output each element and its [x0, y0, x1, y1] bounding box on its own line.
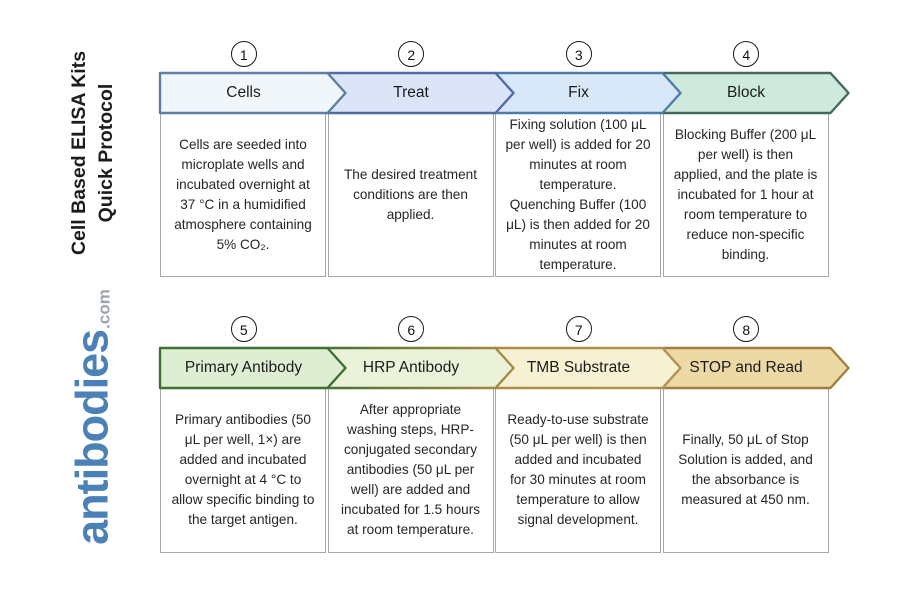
- brand-logo-text: antibodies: [66, 329, 118, 545]
- step-number-circle: 5: [230, 316, 257, 342]
- step-description-box: Primary antibodies (50 μL per well, 1×) …: [160, 387, 326, 553]
- step-header-primary-antibody: Primary Antibody: [158, 346, 349, 390]
- step-header-tmb-substrate: TMB Substrate: [493, 346, 684, 390]
- step-description: Fixing solution (100 μL per well) is add…: [505, 117, 651, 272]
- step-description-box: Cells are seeded into microplate wells a…: [160, 113, 326, 277]
- step-label: Cells: [226, 84, 261, 101]
- step-description-box: Fixing solution (100 μL per well) is add…: [495, 113, 661, 277]
- step-description: After appropriate washing steps, HRP-con…: [340, 402, 481, 537]
- step-number-circle: 2: [398, 41, 425, 67]
- step-description: Finally, 50 μL of Stop Solution is added…: [678, 432, 813, 507]
- step-number-circle: 4: [733, 41, 760, 67]
- step-header-treat: Treat: [326, 71, 517, 115]
- step-number-circle: 8: [733, 316, 760, 342]
- step-description-box: Blocking Buffer (200 μL per well) is the…: [662, 113, 829, 277]
- page-title: Cell Based ELISA Kits Quick Protocol: [66, 51, 120, 255]
- step-number: 6: [407, 322, 416, 338]
- step-number: 1: [239, 47, 248, 63]
- step-number: 7: [574, 322, 583, 338]
- step-number: 4: [742, 47, 751, 63]
- step-label: TMB Substrate: [526, 359, 631, 376]
- step-label: STOP and Read: [689, 359, 803, 376]
- step-label: Block: [727, 84, 765, 101]
- step-number-circle: 7: [565, 316, 592, 342]
- step-description-box: Ready-to-use substrate (50 μL per well) …: [495, 387, 661, 553]
- step-description: Cells are seeded into microplate wells a…: [174, 137, 312, 252]
- step-description-box: Finally, 50 μL of Stop Solution is added…: [662, 387, 829, 553]
- arrow-banner-icon: [158, 71, 347, 115]
- arrow-banner-icon: [158, 346, 347, 390]
- step-number: 3: [574, 47, 583, 63]
- step-description-box: The desired treatment conditions are the…: [327, 113, 494, 277]
- step-header-block: Block: [661, 71, 852, 115]
- step-number-circle: 1: [230, 41, 257, 67]
- step-description: Primary antibodies (50 μL per well, 1×) …: [171, 412, 315, 527]
- step-label: Primary Antibody: [184, 359, 303, 376]
- step-header-hrp-antibody: HRP Antibody: [326, 346, 517, 390]
- step-label: HRP Antibody: [362, 359, 460, 376]
- brand-logo: antibodies .com: [66, 289, 118, 545]
- step-header-stop-and-read: STOP and Read: [661, 346, 852, 390]
- step-label: Treat: [393, 84, 429, 101]
- step-number: 8: [742, 322, 751, 338]
- step-number-circle: 3: [565, 41, 592, 67]
- step-header-cells: Cells: [158, 71, 349, 115]
- step-description: Ready-to-use substrate (50 μL per well) …: [507, 412, 649, 527]
- page-title-line1: Cell Based ELISA Kits: [68, 50, 90, 256]
- step-description: The desired treatment conditions are the…: [344, 167, 477, 222]
- step-description: Blocking Buffer (200 μL per well) is the…: [673, 127, 818, 262]
- page-title-line2: Quick Protocol: [95, 83, 117, 223]
- step-number: 5: [239, 322, 248, 338]
- step-number: 2: [407, 47, 416, 63]
- step-number-circle: 6: [398, 316, 425, 342]
- brand-logo-suffix: .com: [94, 289, 114, 329]
- step-description-box: After appropriate washing steps, HRP-con…: [327, 387, 494, 553]
- step-label: Fix: [568, 84, 589, 101]
- step-header-fix: Fix: [493, 71, 684, 115]
